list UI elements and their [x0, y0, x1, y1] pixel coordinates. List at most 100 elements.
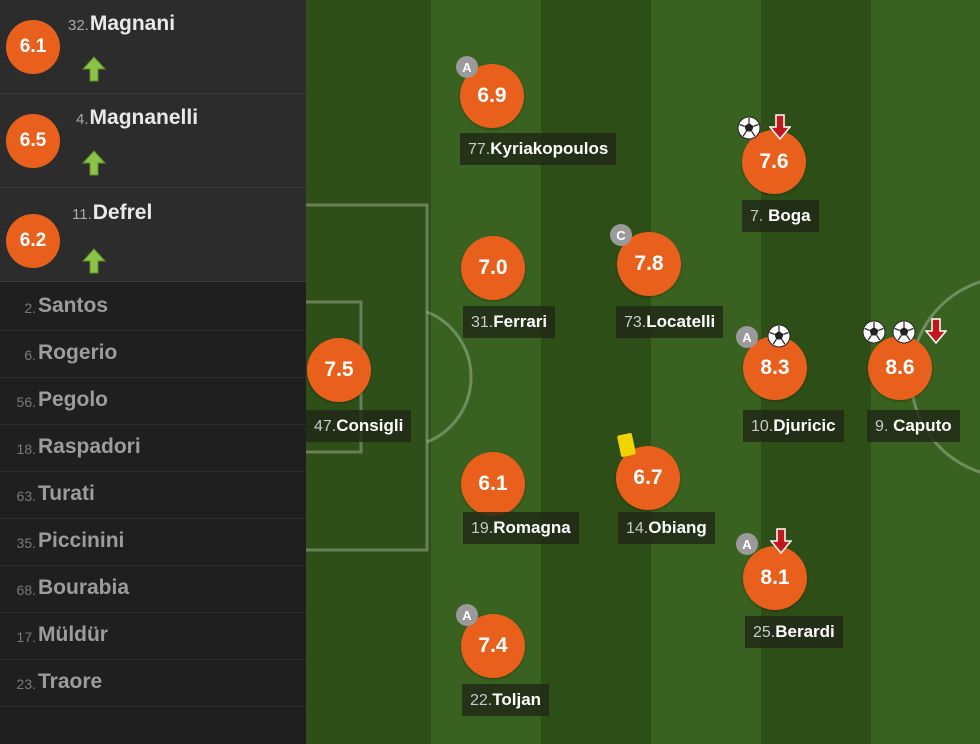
arrow-up-icon — [82, 150, 106, 176]
pitch: 6.9 A 77.Kyriakopoulos 7.6 7. Boga 7.0 3… — [306, 0, 980, 744]
sub-player-name: 4.Magnanelli — [76, 106, 198, 130]
bench-row[interactable]: 68.Bourabia — [0, 566, 306, 613]
pitch-stripe — [541, 0, 651, 744]
player-name: Toljan — [492, 690, 542, 709]
shirt-number: 63. — [16, 488, 36, 504]
rating-badge: 7.5 — [307, 338, 371, 402]
shirt-number: 19. — [471, 520, 494, 537]
rating-badge: 7.0 — [461, 236, 525, 300]
player-label: 73.Locatelli — [616, 306, 724, 338]
player-name: Magnani — [89, 12, 176, 35]
player-label: 10.Djuricic — [743, 410, 844, 442]
shirt-number: 7. — [750, 208, 764, 225]
player-name: Pegolo — [38, 388, 109, 411]
player-label: 25.Berardi — [745, 616, 843, 648]
player-label: 14.Obiang — [618, 512, 715, 544]
shirt-number: 56. — [16, 394, 36, 410]
player-name: Defrel — [92, 201, 153, 224]
player-name: Rogerio — [38, 341, 118, 364]
rating-badge: 7.6 — [742, 130, 806, 194]
bench-row[interactable]: 17.Müldür — [0, 613, 306, 660]
arrow-down-icon — [769, 114, 791, 140]
bench-row[interactable]: 6.Rogerio — [0, 331, 306, 378]
bench-row[interactable]: 18.Raspadori — [0, 425, 306, 472]
bench-row[interactable]: 35.Piccinini — [0, 519, 306, 566]
rating-badge: 8.1 — [743, 546, 807, 610]
player-name: Bourabia — [38, 576, 130, 599]
shirt-number: 31. — [471, 314, 494, 331]
captain-badge: C — [610, 224, 632, 246]
shirt-number: 9. — [875, 418, 889, 435]
player-name: Locatelli — [646, 312, 716, 331]
sub-row-magnani[interactable]: 6.1 32.Magnani — [0, 0, 306, 94]
shirt-number: 68. — [16, 582, 36, 598]
sub-player-name: 11.Defrel — [72, 201, 152, 225]
ball-icon — [767, 324, 791, 348]
player-name: Turati — [38, 482, 95, 505]
player-label: 19.Romagna — [463, 512, 579, 544]
rating-badge: 6.1 — [461, 452, 525, 516]
bench-row[interactable]: 56.Pegolo — [0, 378, 306, 425]
shirt-number: 14. — [626, 520, 649, 537]
shirt-number: 10. — [751, 418, 774, 435]
player-name: Ferrari — [493, 312, 548, 331]
player-name: Santos — [38, 294, 109, 317]
player-name: Berardi — [775, 622, 835, 641]
player-label: 47.Consigli — [306, 410, 412, 442]
shirt-number: 23. — [16, 676, 36, 692]
substitutes-sidebar: 6.1 32.Magnani 6.5 4.Magnanelli 6.2 11.D… — [0, 0, 306, 744]
player-name: Boga — [768, 206, 811, 225]
player-name: Consigli — [336, 416, 404, 435]
shirt-number: 73. — [624, 314, 647, 331]
sub-row-defrel[interactable]: 6.2 11.Defrel — [0, 188, 306, 282]
assist-badge: A — [736, 533, 758, 555]
shirt-number: 18. — [16, 441, 36, 457]
player-name: Caputo — [893, 416, 952, 435]
ball-icon — [892, 320, 916, 344]
bench-row[interactable]: 2.Santos — [0, 284, 306, 331]
arrow-down-icon — [925, 318, 947, 344]
shirt-number: 11. — [72, 206, 92, 223]
assist-badge: A — [456, 604, 478, 626]
player-label: 77.Kyriakopoulos — [460, 133, 617, 165]
shirt-number: 77. — [468, 141, 491, 158]
sub-player-name: 32.Magnani — [68, 12, 175, 36]
shirt-number: 2. — [24, 300, 36, 316]
player-name: Traore — [38, 670, 103, 693]
rating-badge: 6.7 — [616, 446, 680, 510]
player-label: 31.Ferrari — [463, 306, 556, 338]
player-name: Djuricic — [773, 416, 836, 435]
bench-row[interactable]: 23.Traore — [0, 660, 306, 707]
shirt-number: 32. — [68, 17, 89, 34]
sub-row-magnanelli[interactable]: 6.5 4.Magnanelli — [0, 94, 306, 188]
player-name: Kyriakopoulos — [490, 139, 609, 158]
player-name: Piccinini — [38, 529, 125, 552]
shirt-number: 35. — [16, 535, 36, 551]
shirt-number: 47. — [314, 418, 337, 435]
rating-badge: 8.3 — [743, 336, 807, 400]
ball-icon — [862, 320, 886, 344]
rating-badge: 7.4 — [461, 614, 525, 678]
player-label: 22.Toljan — [462, 684, 550, 716]
arrow-down-icon — [770, 528, 792, 554]
arrow-up-icon — [82, 56, 106, 82]
assist-badge: A — [456, 56, 478, 78]
ball-icon — [737, 116, 761, 140]
player-name: Raspadori — [38, 435, 141, 458]
player-name: Müldür — [38, 623, 108, 646]
rating-badge: 6.2 — [6, 214, 60, 268]
shirt-number: 4. — [76, 111, 89, 128]
shirt-number: 6. — [24, 347, 36, 363]
arrow-up-icon — [82, 248, 106, 274]
player-name: Romagna — [493, 518, 571, 537]
shirt-number: 22. — [470, 692, 493, 709]
bench-row[interactable]: 63.Turati — [0, 472, 306, 519]
shirt-number: 25. — [753, 624, 776, 641]
shirt-number: 17. — [16, 629, 36, 645]
rating-badge: 8.6 — [868, 336, 932, 400]
player-label: 9. Caputo — [867, 410, 960, 442]
assist-badge: A — [736, 326, 758, 348]
player-name: Obiang — [648, 518, 707, 537]
rating-badge: 6.5 — [6, 114, 60, 168]
player-name: Magnanelli — [89, 106, 199, 129]
